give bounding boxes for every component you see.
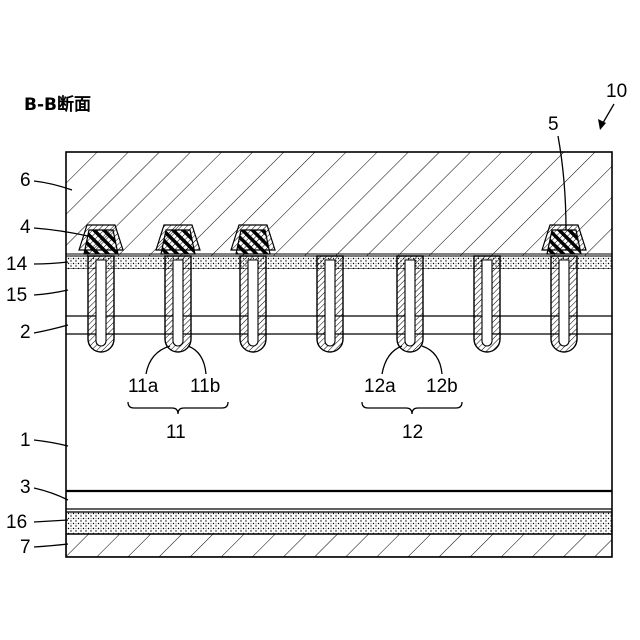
label-14: 14 <box>6 254 28 275</box>
label-1: 1 <box>20 430 31 451</box>
device-body <box>66 152 612 557</box>
leader-15 <box>34 290 68 295</box>
trench-core <box>559 260 569 346</box>
label-12a: 12a <box>364 376 396 397</box>
leader-2 <box>34 325 68 333</box>
leader-1 <box>34 440 68 446</box>
trench-core <box>248 260 258 346</box>
section-title: B-B断面 <box>24 94 91 115</box>
label-2: 2 <box>20 322 31 343</box>
trench <box>551 256 577 352</box>
cap-plug <box>84 230 118 254</box>
leader-3 <box>34 488 68 500</box>
layer-16-band <box>66 512 612 534</box>
leader-7 <box>34 544 68 547</box>
trench <box>88 256 114 352</box>
insulating-cap <box>542 225 586 254</box>
label-6: 6 <box>20 170 31 191</box>
label-5: 5 <box>548 114 559 135</box>
cap-plug <box>161 230 195 254</box>
label-7: 7 <box>20 537 31 558</box>
trench <box>397 256 423 352</box>
trench-core <box>173 260 183 346</box>
device-ref-label: 10 <box>606 81 627 102</box>
leader-14 <box>34 262 68 264</box>
label-16: 16 <box>6 512 27 533</box>
cap-plug <box>547 230 581 254</box>
layer-7-electrode <box>66 534 612 557</box>
label-4: 4 <box>20 217 31 238</box>
label-11: 11 <box>166 422 186 443</box>
label-15: 15 <box>6 285 27 306</box>
label-11a: 11a <box>128 376 159 397</box>
trench-core <box>482 260 492 346</box>
label-11b: 11b <box>190 376 220 397</box>
insulating-cap <box>79 225 123 254</box>
insulating-cap <box>156 225 200 254</box>
trench-core <box>325 260 335 346</box>
label-12: 12 <box>402 422 423 443</box>
trench <box>240 256 266 352</box>
layer-6-electrode <box>66 152 612 262</box>
trench <box>317 256 343 352</box>
cap-plug <box>236 230 270 254</box>
label-12b: 12b <box>426 376 458 397</box>
label-3: 3 <box>20 477 31 498</box>
insulating-cap <box>231 225 275 254</box>
trench-core <box>405 260 415 346</box>
trench <box>165 256 191 352</box>
trench <box>474 256 500 352</box>
leader-16 <box>34 520 68 522</box>
trench-core <box>96 260 106 346</box>
